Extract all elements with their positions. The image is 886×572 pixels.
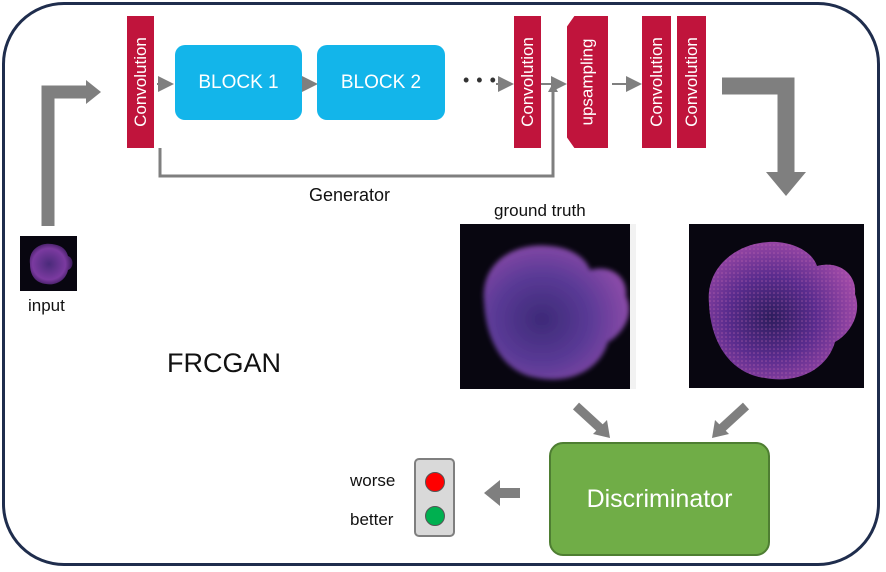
generated-image bbox=[689, 224, 864, 388]
arrow-to-light-head bbox=[484, 480, 500, 506]
arrow-gt-discriminator-head bbox=[593, 420, 610, 438]
input-arrowhead bbox=[86, 80, 101, 104]
skip-connection bbox=[158, 90, 555, 178]
arrow-gt-discriminator bbox=[572, 402, 604, 432]
generator-label: Generator bbox=[309, 185, 391, 205]
convolution-layer-out-2: Convolution bbox=[677, 16, 706, 148]
ground-truth-image bbox=[460, 224, 636, 389]
input-image bbox=[20, 236, 77, 291]
ground-truth-label: ground truth bbox=[494, 201, 586, 220]
convolution-layer-input: Convolution bbox=[127, 16, 154, 148]
convolution-layer-out-1: Convolution bbox=[642, 16, 671, 148]
diagram-title: FRCGAN bbox=[167, 348, 281, 378]
red-lamp bbox=[425, 472, 445, 492]
arrow-gen-discriminator bbox=[718, 402, 750, 432]
upsampling-layer: upsampling bbox=[567, 16, 608, 148]
ellipsis: • • • bbox=[463, 70, 497, 90]
input-arrow bbox=[41, 85, 88, 226]
traffic-light bbox=[414, 458, 455, 537]
better-label: better bbox=[350, 510, 394, 529]
diagram-frame bbox=[2, 2, 880, 566]
output-arrow bbox=[722, 77, 795, 174]
discriminator-box: Discriminator bbox=[549, 442, 770, 556]
input-label: input bbox=[28, 296, 65, 315]
worse-label: worse bbox=[350, 471, 396, 490]
skip-connection-head bbox=[548, 83, 558, 92]
convolution-layer-skip: Convolution bbox=[514, 16, 541, 148]
block-1: BLOCK 1 bbox=[175, 45, 302, 120]
arrow-to-light-shaft bbox=[500, 488, 520, 498]
block-2: BLOCK 2 bbox=[317, 45, 445, 120]
arrow-gen-discriminator-head bbox=[712, 420, 729, 438]
output-arrowhead bbox=[766, 172, 806, 196]
green-lamp bbox=[425, 506, 445, 526]
